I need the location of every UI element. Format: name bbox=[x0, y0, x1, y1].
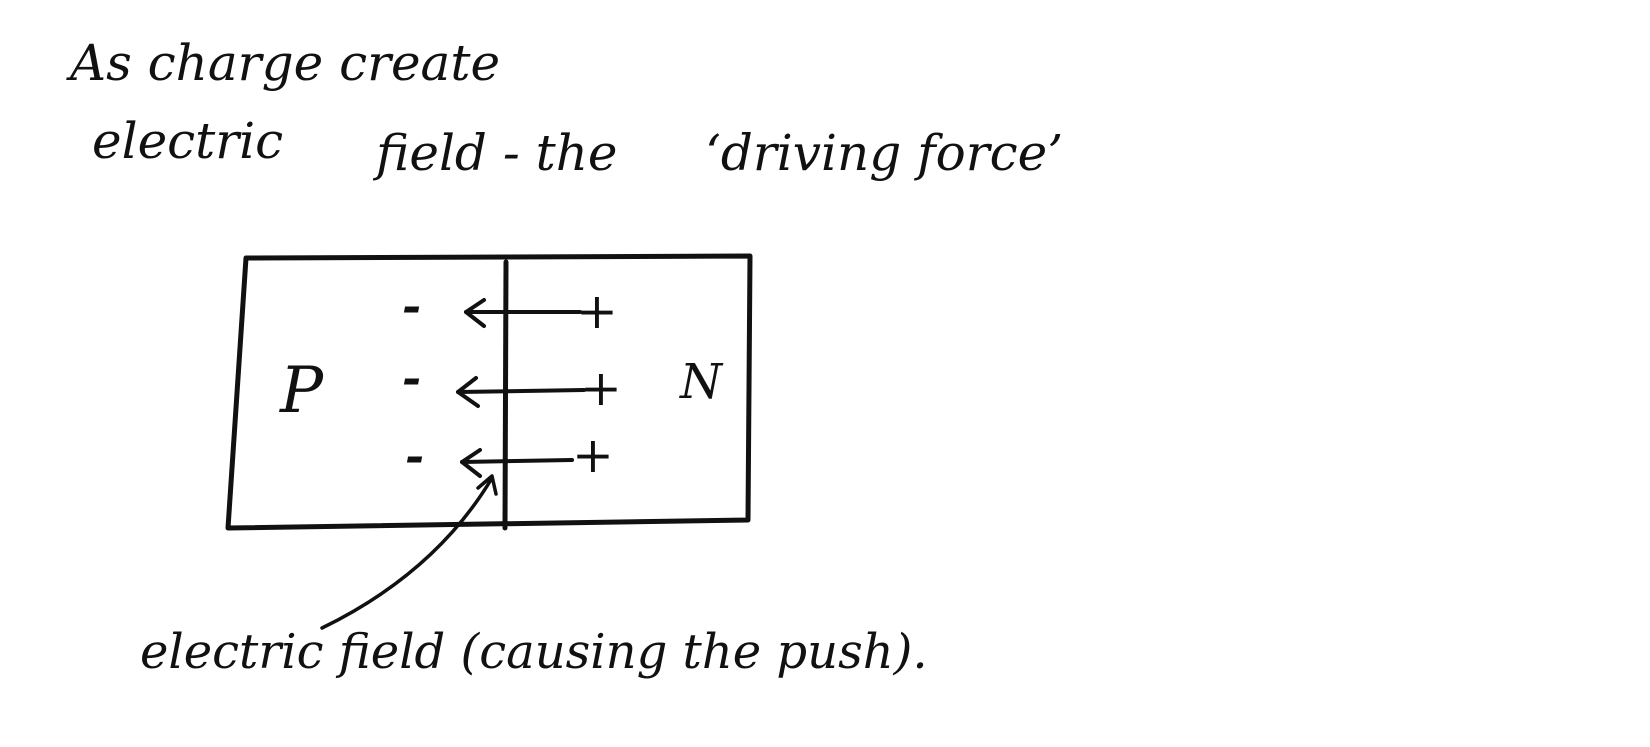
heading-line-2b: field - the bbox=[372, 124, 618, 182]
heading-line-2a: electric bbox=[92, 112, 283, 170]
heading-line-2c: ‘driving force’ bbox=[705, 124, 1063, 182]
heading-line-1: As charge create bbox=[66, 34, 500, 92]
field-arrow-3 bbox=[460, 448, 574, 478]
negative-charge-3: - bbox=[405, 429, 424, 483]
field-arrow-1 bbox=[464, 298, 582, 328]
p-region-label: P bbox=[279, 354, 324, 428]
negative-charge-1: - bbox=[402, 279, 421, 333]
positive-charge-1: + bbox=[576, 282, 618, 340]
positive-charge-2: + bbox=[580, 359, 622, 417]
annotation-pointer-arrow bbox=[320, 474, 498, 630]
n-region-label: N bbox=[679, 354, 724, 410]
field-arrow-2 bbox=[456, 376, 586, 408]
negative-charge-2: - bbox=[402, 351, 421, 405]
positive-charge-3: + bbox=[572, 426, 614, 484]
junction-box-outline bbox=[225, 253, 753, 531]
junction-divider-line bbox=[502, 259, 509, 531]
electric-field-annotation: electric field (causing the push). bbox=[140, 624, 928, 680]
